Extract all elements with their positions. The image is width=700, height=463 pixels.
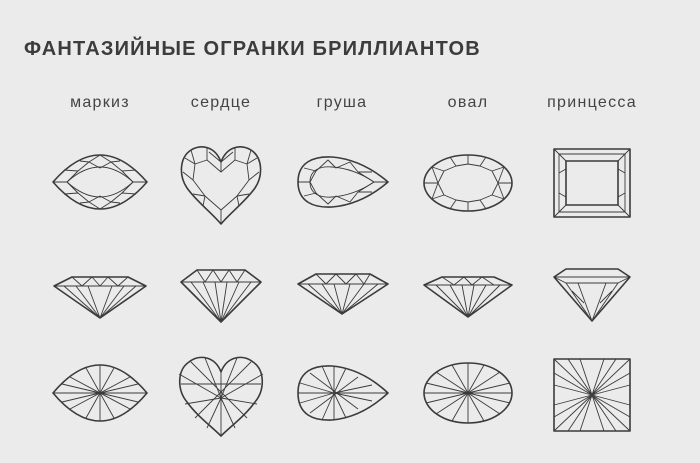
page-title: ФАНТАЗИЙНЫЕ ОГРАНКИ БРИЛЛИАНТОВ — [24, 38, 481, 60]
heart-top-view — [180, 146, 262, 225]
marquise-side-view — [53, 276, 147, 319]
pear-top-view — [297, 156, 389, 208]
princess-side-view — [553, 268, 631, 322]
oval-bottom-view — [423, 362, 513, 424]
label-pear: груша — [316, 94, 368, 111]
label-oval: овал — [447, 94, 489, 111]
pear-side-view — [297, 273, 389, 315]
princess-top-view — [553, 148, 631, 218]
label-heart: сердце — [190, 94, 252, 111]
label-marquise: маркиз — [70, 94, 130, 111]
marquise-top-view — [52, 154, 148, 210]
heart-side-view — [180, 269, 262, 323]
oval-top-view — [423, 154, 513, 212]
princess-bottom-view — [553, 358, 631, 432]
marquise-bottom-view — [52, 364, 148, 422]
pear-bottom-view — [297, 365, 389, 421]
heart-bottom-view — [178, 356, 264, 437]
oval-side-view — [423, 276, 513, 318]
label-princess: принцесса — [547, 94, 637, 111]
